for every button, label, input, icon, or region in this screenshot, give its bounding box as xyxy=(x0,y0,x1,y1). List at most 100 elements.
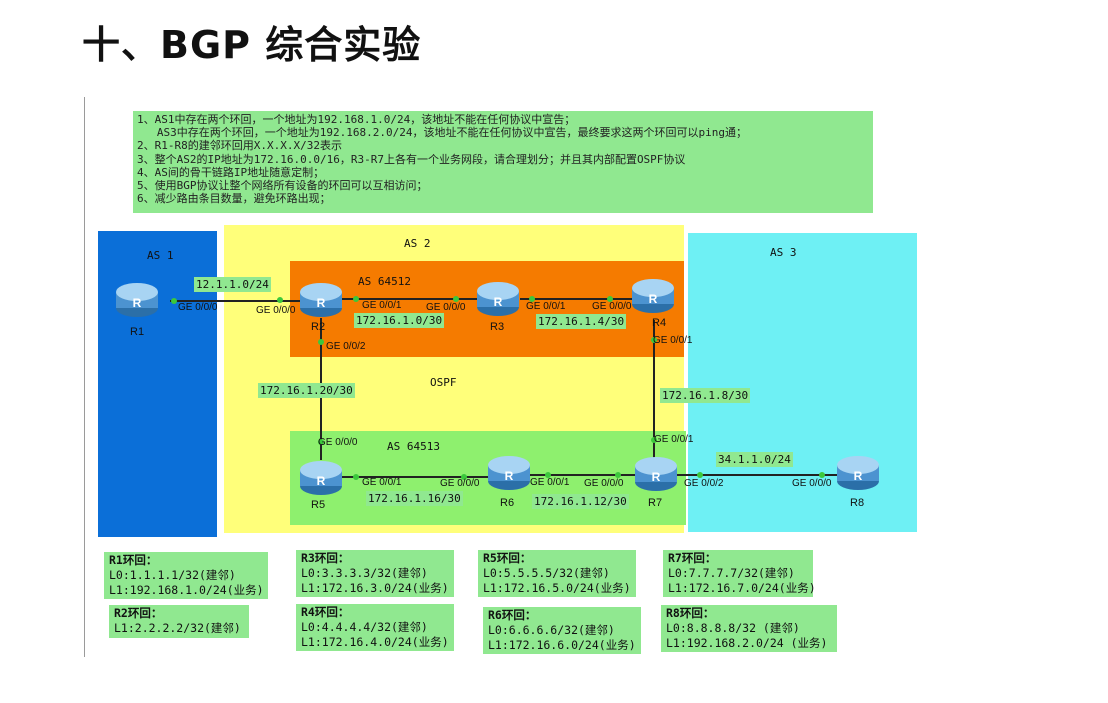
loopback-r2-l1: L1:2.2.2.2/32(建邻) xyxy=(114,621,241,635)
port-dot xyxy=(353,474,359,480)
router-r2-name: R2 xyxy=(311,321,326,333)
loopback-r5-l1: L1:172.16.5.0/24(业务) xyxy=(483,581,631,595)
router-r7-icon[interactable]: R xyxy=(633,454,679,494)
svg-text:R: R xyxy=(854,469,863,483)
port-dot xyxy=(607,296,613,302)
port-r5-g001: GE 0/0/1 xyxy=(362,477,402,488)
port-dot xyxy=(171,298,177,304)
port-dot xyxy=(318,339,324,345)
loopback-r7-title: R7环回： xyxy=(668,551,717,565)
loopback-r8-l1: L1:192.168.2.0/24 (业务) xyxy=(666,636,828,650)
port-dot xyxy=(615,472,621,478)
subnet-r4-r7: 172.16.1.8/30 xyxy=(660,388,751,403)
loopback-r8-title: R8环回： xyxy=(666,606,715,620)
loopback-r3-title: R3环回： xyxy=(301,551,350,565)
router-r1-icon[interactable]: R xyxy=(114,280,160,320)
router-r4-name: R4 xyxy=(652,317,667,329)
svg-text:R: R xyxy=(317,474,326,488)
loopback-r7-l1: L1:172.16.7.0/24(业务) xyxy=(668,581,816,595)
port-r4-g001: GE 0/0/1 xyxy=(653,335,693,346)
requirement-1: 1、AS1中存在两个环回，一个地址为192.168.1.0/24，该地址不能在任… xyxy=(137,113,576,126)
router-r5-icon[interactable]: R xyxy=(298,458,344,498)
svg-text:R: R xyxy=(317,296,326,310)
port-dot xyxy=(651,337,657,343)
port-r6-g001: GE 0/0/1 xyxy=(530,477,570,488)
loopback-r3-l0: L0:3.3.3.3/32(建邻) xyxy=(301,566,428,580)
loopback-r2-title: R2环回： xyxy=(114,606,163,620)
port-r7-g001: GE 0/0/1 xyxy=(654,434,694,445)
requirement-3: 3、整个AS2的IP地址为172.16.0.0/16，R3-R7上各有一个业务网… xyxy=(137,152,686,166)
port-r2-g002: GE 0/0/2 xyxy=(326,341,366,352)
port-dot xyxy=(318,439,324,445)
left-divider xyxy=(84,97,85,657)
port-dot xyxy=(453,296,459,302)
requirement-6: 6、减少路由条目数量，避免环路出现； xyxy=(137,192,331,206)
loopback-r2-box: R2环回： L1:2.2.2.2/32(建邻) xyxy=(109,605,249,638)
port-dot xyxy=(651,437,657,443)
subnet-r2-r5: 172.16.1.20/30 xyxy=(258,383,355,398)
subnet-r1-r2: 12.1.1.0/24 xyxy=(194,277,271,292)
requirements-box: 1、AS1中存在两个环回，一个地址为192.168.1.0/24，该地址不能在任… xyxy=(133,111,873,213)
port-r4-g000: GE 0/0/0 xyxy=(592,301,632,312)
port-dot xyxy=(529,296,535,302)
subnet-r2-r3: 172.16.1.0/30 xyxy=(354,313,445,328)
loopback-r8-box: R8环回： L0:8.8.8.8/32 (建邻) L1:192.168.2.0/… xyxy=(661,605,837,652)
svg-text:R: R xyxy=(649,292,658,306)
as64512-label: AS 64512 xyxy=(358,275,411,288)
as3-region xyxy=(688,233,917,532)
router-r6-icon[interactable]: R xyxy=(486,453,532,493)
port-r2-g000: GE 0/0/0 xyxy=(256,305,296,316)
ospf-label: OSPF xyxy=(430,376,457,389)
requirement-1b: AS3中存在两个环回，一个地址为192.168.2.0/24，该地址不能在任何协… xyxy=(137,126,747,140)
port-dot xyxy=(545,472,551,478)
port-dot xyxy=(697,472,703,478)
port-r7-g000: GE 0/0/0 xyxy=(584,478,624,489)
router-r1-name: R1 xyxy=(130,326,145,338)
port-r1-g000: GE 0/0/0 xyxy=(178,302,218,313)
router-r3-icon[interactable]: R xyxy=(475,279,521,319)
loopback-r5-title: R5环回： xyxy=(483,551,532,565)
port-r5-g000: GE 0/0/0 xyxy=(318,437,358,448)
requirement-4: 4、AS间的骨干链路IP地址随意定制； xyxy=(137,165,325,179)
loopback-r8-l0: L0:8.8.8.8/32 (建邻) xyxy=(666,621,800,635)
loopback-r5-l0: L0:5.5.5.5/32(建邻) xyxy=(483,566,610,580)
port-dot xyxy=(353,296,359,302)
loopback-r1-l0: L0:1.1.1.1/32(建邻) xyxy=(109,568,236,582)
loopback-r6-box: R6环回： L0:6.6.6.6/32(建邻) L1:172.16.6.0/24… xyxy=(483,607,641,654)
router-r8-icon[interactable]: R xyxy=(835,453,881,493)
as64513-label: AS 64513 xyxy=(387,440,440,453)
loopback-r7-l0: L0:7.7.7.7/32(建邻) xyxy=(668,566,795,580)
port-r6-g000: GE 0/0/0 xyxy=(440,478,480,489)
as2-label: AS 2 xyxy=(404,237,431,250)
loopback-r3-l1: L1:172.16.3.0/24(业务) xyxy=(301,581,449,595)
router-r3-name: R3 xyxy=(490,321,505,333)
loopback-r4-title: R4环回： xyxy=(301,605,350,619)
port-dot xyxy=(819,472,825,478)
loopback-r6-title: R6环回： xyxy=(488,608,537,622)
requirement-5: 5、使用BGP协议让整个网络所有设备的环回可以互相访问； xyxy=(137,179,428,193)
subnet-r3-r4: 172.16.1.4/30 xyxy=(536,314,627,329)
loopback-r1-box: R1环回： L0:1.1.1.1/32(建邻) L1:192.168.1.0/2… xyxy=(104,552,268,599)
subnet-r6-r7: 172.16.1.12/30 xyxy=(532,494,629,509)
router-r8-name: R8 xyxy=(850,497,865,509)
loopback-r6-l0: L0:6.6.6.6/32(建邻) xyxy=(488,623,615,637)
as1-label: AS 1 xyxy=(147,249,174,262)
router-r7-name: R7 xyxy=(648,497,663,509)
router-r2-icon[interactable]: R xyxy=(298,280,344,320)
loopback-r1-title: R1环回： xyxy=(109,553,158,567)
svg-text:R: R xyxy=(652,470,661,484)
loopback-r3-box: R3环回： L0:3.3.3.3/32(建邻) L1:172.16.3.0/24… xyxy=(296,550,454,597)
subnet-r5-r6: 172.16.1.16/30 xyxy=(366,491,463,506)
svg-text:R: R xyxy=(505,469,514,483)
port-r3-g001: GE 0/0/1 xyxy=(526,301,566,312)
router-r4-icon[interactable]: R xyxy=(630,276,676,316)
loopback-r7-box: R7环回： L0:7.7.7.7/32(建邻) L1:172.16.7.0/24… xyxy=(663,550,816,597)
loopback-r4-l1: L1:172.16.4.0/24(业务) xyxy=(301,635,449,649)
port-dot xyxy=(461,474,467,480)
loopback-r6-l1: L1:172.16.6.0/24(业务) xyxy=(488,638,636,652)
router-r5-name: R5 xyxy=(311,499,326,511)
router-r6-name: R6 xyxy=(500,497,515,509)
port-r2-g001: GE 0/0/1 xyxy=(362,300,402,311)
svg-text:R: R xyxy=(133,296,142,310)
requirement-2: 2、R1-R8的建邻环回用X.X.X.X/32表示 xyxy=(137,139,342,153)
